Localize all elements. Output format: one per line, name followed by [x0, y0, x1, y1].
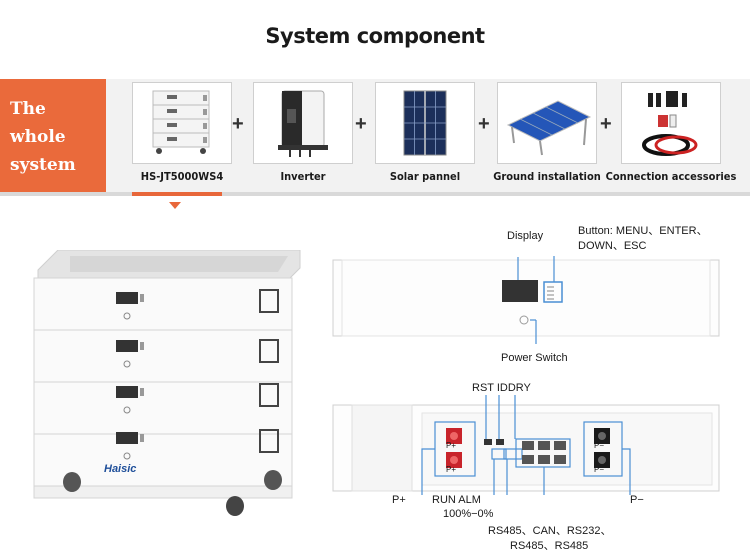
selected-arrow-icon: [169, 202, 181, 209]
product-card-battery[interactable]: [132, 82, 232, 164]
label-buttons-2: DOWN、ESC: [578, 240, 647, 252]
product-card-connection-accessories[interactable]: [621, 82, 721, 164]
plus-sign: +: [355, 113, 367, 135]
label-p-plus: P+: [392, 494, 406, 506]
ground-mount-icon: [506, 100, 592, 156]
divider: [0, 192, 750, 196]
plus-sign: +: [600, 113, 612, 135]
plus-sign: +: [478, 113, 490, 135]
label-percent: 100%−0%: [443, 508, 494, 520]
label-terminal-minus-2: P−: [594, 465, 605, 474]
label-power-switch: Power Switch: [501, 352, 568, 364]
inverter-icon: [278, 90, 328, 157]
product-label-connection-accessories: Connection accessories: [605, 170, 737, 183]
rear-panel-view: [332, 395, 720, 495]
label-display: Display: [507, 230, 544, 242]
display-screen: [502, 280, 538, 302]
page-title: System component: [265, 24, 485, 48]
product-label-solar-panel: Solar pannel: [389, 170, 461, 183]
label-rst-id-dry: RST IDDRY: [472, 382, 531, 394]
plus-sign: +: [232, 113, 244, 135]
front-panel-view: [332, 256, 720, 344]
label-p-minus: P−: [630, 494, 644, 506]
power-switch: [519, 315, 529, 325]
menu-buttons: [543, 281, 563, 303]
selected-indicator: [132, 192, 222, 196]
battery-module: [33, 277, 293, 331]
product-label-battery: HS-JT5000WS4: [140, 170, 224, 183]
label-buttons: Button: MENU、ENTER、: [578, 225, 708, 237]
battery-stack-illustration: [33, 250, 301, 516]
product-card-solar-panel[interactable]: [375, 82, 475, 164]
product-card-inverter[interactable]: [253, 82, 353, 164]
product-label-ground-installation: Ground installation: [493, 170, 601, 183]
solar-panel-icon: [403, 90, 447, 156]
whole-system-banner: The whole system: [0, 79, 106, 192]
battery-stack-icon: [152, 90, 210, 154]
cable-accessories-icon: [642, 91, 698, 156]
battery-module: [33, 381, 293, 435]
product-label-inverter: Inverter: [280, 170, 326, 183]
product-card-ground-installation[interactable]: [497, 82, 597, 164]
label-run-alm: RUN ALM: [432, 494, 481, 506]
banner-line-2: system: [10, 155, 76, 175]
brand-logo: Haisic: [104, 463, 137, 475]
banner-line-1: The whole: [10, 99, 66, 147]
label-ports-2: RS485、RS485: [510, 540, 589, 552]
battery-module: [33, 329, 293, 383]
label-ports: RS485、CAN、RS232、: [488, 525, 612, 537]
label-terminal-minus-1: P−: [594, 441, 605, 450]
label-terminal-plus-1: P+: [446, 441, 457, 450]
label-terminal-plus-2: P+: [446, 465, 457, 474]
